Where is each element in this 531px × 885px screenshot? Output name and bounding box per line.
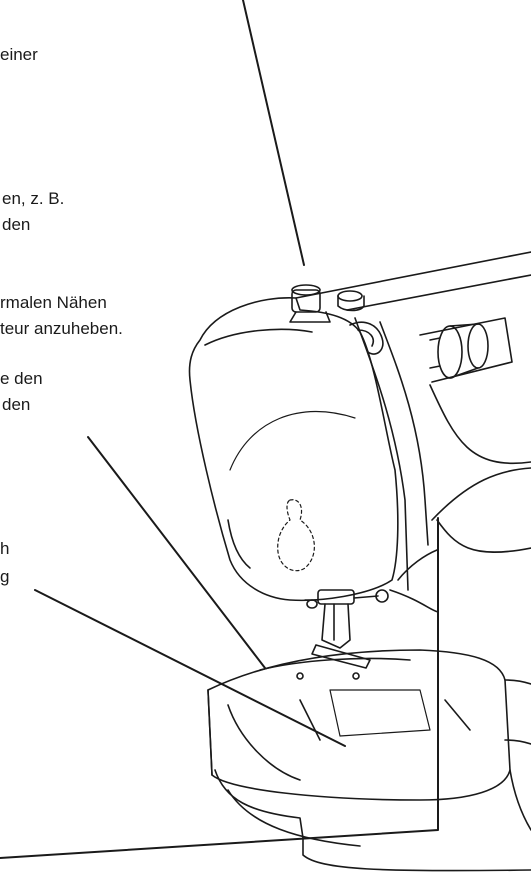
spool-pin (289, 284, 365, 323)
presser-foot-assembly (304, 589, 389, 669)
flatbed (207, 649, 531, 872)
text-fragment-den-1: den (2, 215, 31, 234)
text-fragment-einer: einer (0, 45, 38, 64)
text-fragment-anzuheben: teur anzuheben. (0, 319, 123, 338)
leader-line-base (0, 517, 439, 859)
machine-body (188, 251, 531, 613)
take-up-lever (349, 321, 384, 355)
text-fragment-e-den: e den (0, 369, 43, 388)
text-fragment-den-2: den (2, 395, 31, 414)
bobbin-winder (429, 323, 489, 379)
text-fragment-normalen-naehen: rmalen Nähen (0, 293, 107, 312)
leader-line-flatbed (34, 589, 346, 747)
hidden-bobbin-outline (277, 499, 315, 572)
text-fragment-g: g (0, 567, 10, 586)
leader-line-presser-lever (87, 436, 266, 669)
leader-line-spool-pin (242, 0, 305, 266)
text-fragment-h: h (0, 539, 10, 558)
text-fragment-en-zb: en, z. B. (2, 189, 65, 208)
